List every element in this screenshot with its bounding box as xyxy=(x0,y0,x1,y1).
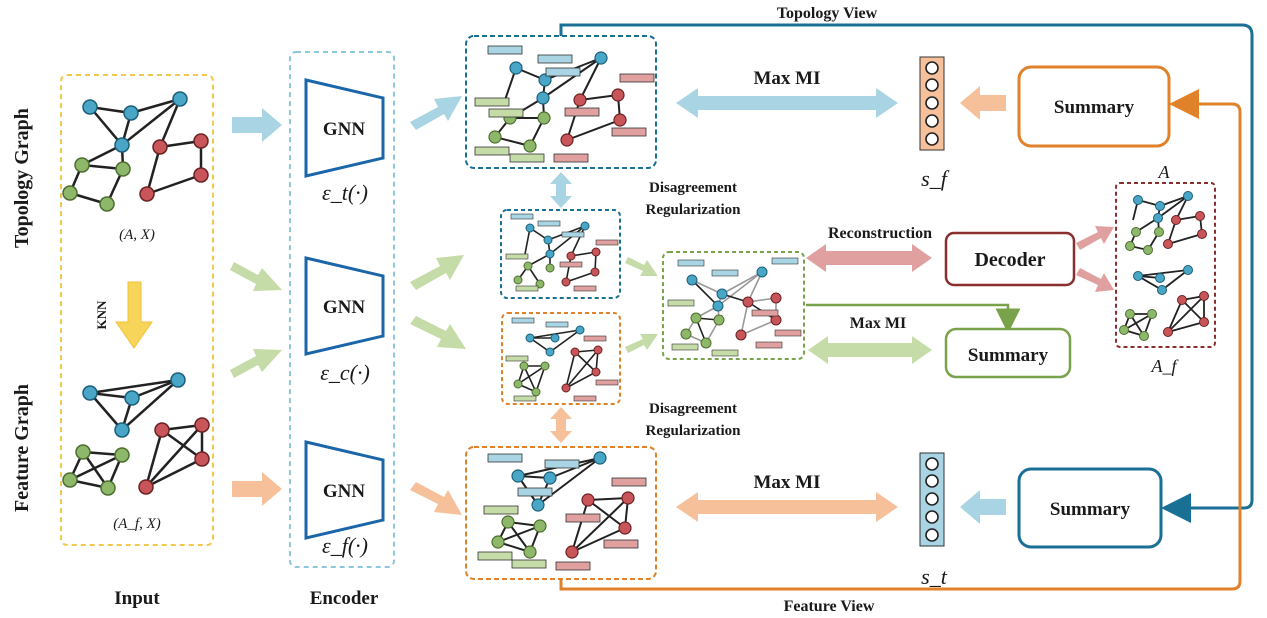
encoder-caption: Encoder xyxy=(310,588,379,609)
reconstruction-arrow xyxy=(806,244,932,272)
encoder-f-math: ε_f(·) xyxy=(322,533,368,558)
input-panel xyxy=(60,74,214,546)
feature-input-green-nodes xyxy=(62,444,130,496)
common-topology-nodes xyxy=(513,221,601,289)
feature-graph-label: Feature Graph xyxy=(11,384,33,512)
gnn-encoder-f: GNN xyxy=(304,440,385,540)
max-mi-arrow-bottom xyxy=(676,492,898,522)
arrow-enc-c-to-lower xyxy=(410,316,466,349)
feature-view-label: Feature View xyxy=(784,598,875,615)
max-mi-label-top: Max MI xyxy=(753,68,820,89)
arrow-enc-c-to-upper xyxy=(410,255,464,290)
arrow-lower-to-fused xyxy=(625,334,658,353)
arrow-summary-bottom-to-st xyxy=(960,490,1006,524)
gnn-label-f: GNN xyxy=(323,481,366,502)
topology-view-loop xyxy=(559,23,1254,523)
reconstructed-graphs-panel xyxy=(1115,182,1216,348)
topology-input-nodes xyxy=(82,91,188,153)
arrow-input-to-enc-c-1 xyxy=(230,262,282,291)
gnn-encoder-c: GNN xyxy=(304,256,385,356)
input-top-math: (A, X) xyxy=(119,227,155,243)
regularization-label-top: Regularization xyxy=(646,202,742,218)
input-bottom-math: (A_f, X) xyxy=(113,516,160,532)
fused-feature-bars xyxy=(667,257,802,357)
fused-graph-nodes xyxy=(680,266,782,349)
max-mi-arrow-mid xyxy=(808,336,932,364)
arrow-enc-f-to-bottom xyxy=(410,482,462,515)
topology-input-green-nodes xyxy=(62,157,131,212)
fused-embedding-panel xyxy=(662,251,805,360)
common-embedding-feature-panel xyxy=(501,312,621,405)
topology-input-red-nodes xyxy=(139,133,209,202)
max-mi-arrow-top xyxy=(676,88,898,118)
feature-embedding-nodes xyxy=(491,451,635,559)
s-t-label: s_t xyxy=(921,564,948,589)
arrow-input-to-enc-c-2 xyxy=(230,349,282,378)
topology-embedding-nodes xyxy=(488,51,627,153)
arrow-decoder-to-Af xyxy=(1076,268,1114,292)
topology-embedding-feature-bars xyxy=(474,45,655,163)
decoder-label: Decoder xyxy=(974,249,1045,271)
s-f-vector-cells xyxy=(925,61,939,146)
arrow-input-to-enc-f xyxy=(232,472,282,506)
reconstructed-A-nodes xyxy=(1125,191,1207,255)
gnn-label-c: GNN xyxy=(323,297,366,318)
reconstruction-label: Reconstruction xyxy=(828,225,932,242)
feature-input-blue-nodes xyxy=(82,372,186,438)
common-feature-nodes xyxy=(513,325,603,397)
topology-graph-label: Topology Graph xyxy=(11,108,33,248)
common-topology-feature-bars xyxy=(505,213,619,292)
summary-label-top: Summary xyxy=(1054,97,1135,118)
encoder-t-math: ε_t(·) xyxy=(322,180,368,205)
summary-box-mid[interactable] xyxy=(944,327,1072,379)
encoder-c-math: ε_c(·) xyxy=(320,360,370,385)
input-caption: Input xyxy=(114,588,160,609)
reconstructed-Af-nodes xyxy=(1119,265,1209,341)
topology-view-label: Topology View xyxy=(777,5,878,22)
common-embedding-topology-panel xyxy=(500,209,621,299)
max-mi-label-mid: Max MI xyxy=(850,315,906,332)
summary-label-mid: Summary xyxy=(968,345,1049,366)
feature-view-loop xyxy=(559,89,1242,591)
summary-label-bottom: Summary xyxy=(1050,499,1131,520)
max-mi-label-bottom: Max MI xyxy=(753,472,820,493)
topology-embedding-panel xyxy=(465,35,657,169)
fused-graph-edges xyxy=(685,271,777,344)
regularization-label-bottom: Regularization xyxy=(646,423,742,439)
A-label: A xyxy=(1158,162,1171,182)
s-f-label: s_f xyxy=(921,166,950,191)
arrow-decoder-to-A xyxy=(1076,226,1114,250)
arrow-summary-top-to-sf xyxy=(960,86,1006,120)
feature-embedding-feature-bars xyxy=(477,453,647,571)
decoder-box[interactable] xyxy=(944,231,1076,287)
arrow-input-to-enc-t xyxy=(232,108,282,142)
s-t-vector-cells xyxy=(925,457,939,542)
knn-arrow xyxy=(115,281,153,349)
fused-to-summary-connector xyxy=(806,303,1021,334)
gnn-encoder-t: GNN xyxy=(304,78,385,178)
common-feature-feature-bars xyxy=(505,317,619,402)
gnn-label-t: GNN xyxy=(323,119,366,140)
disagreement-arrow-top xyxy=(550,172,572,208)
arrow-enc-t-to-top xyxy=(410,96,462,130)
encoder-panel xyxy=(289,51,395,568)
knn-label: KNN xyxy=(94,300,109,330)
feature-input-red-nodes xyxy=(138,417,210,495)
disagreement-label-top: Disagreement xyxy=(649,180,737,196)
Af-label: A_f xyxy=(1151,356,1180,376)
disagreement-arrow-bottom xyxy=(550,407,572,443)
disagreement-label-bottom: Disagreement xyxy=(649,401,737,417)
arrow-upper-to-fused xyxy=(625,257,658,276)
